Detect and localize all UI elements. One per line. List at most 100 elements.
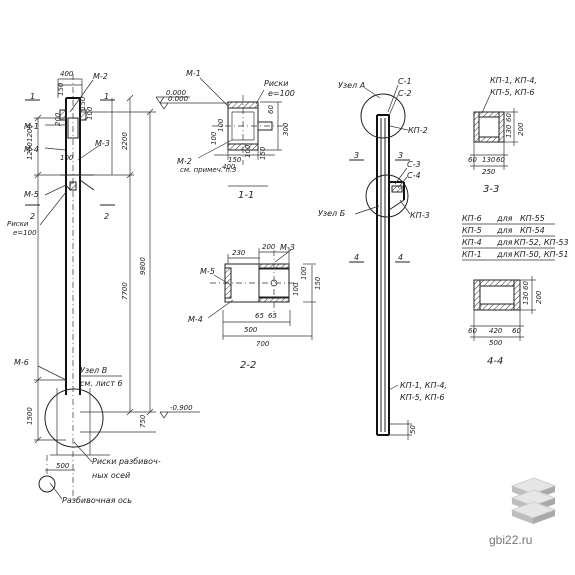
schedule-r3-c3: КП-52, КП-53	[514, 238, 569, 247]
axis-risk-line2: ных осей	[92, 471, 130, 480]
node-v-label: Узел В	[80, 366, 107, 375]
mark-m2: М-2	[93, 72, 108, 81]
risk-note-line2: е=100	[13, 229, 37, 237]
s11-dim-150b: 150	[259, 146, 267, 160]
s11-dim-100c: 100	[210, 131, 218, 145]
dim-right-750: 750	[139, 414, 147, 428]
s22-dim-65b: 65	[268, 312, 277, 320]
schedule-r4-c2: для	[496, 250, 513, 259]
node-b-label: Узел Б	[318, 209, 346, 218]
gbi-logo-icon	[510, 477, 557, 524]
s44-dim-200v: 200	[535, 290, 543, 304]
s11-dim-400: 400	[222, 163, 236, 171]
section-3-3-title: 3-3	[483, 184, 499, 195]
s33-dim-250: 250	[482, 168, 496, 176]
s44-dim-420: 420	[489, 327, 503, 335]
bottom-marks-l1: КП-1, КП-4,	[400, 381, 447, 390]
schedule-r2-c3: КП-54	[520, 226, 545, 235]
s11-mark-m1: М-1	[186, 69, 201, 78]
section-3-3-drawing	[470, 94, 518, 170]
dim-right-7700: 7700	[121, 282, 129, 300]
dim-bottom-50: 50	[409, 425, 417, 434]
node-a-label: Узел А	[338, 81, 365, 90]
section-1-1-title: 1-1	[238, 190, 254, 201]
dim-right-2200: 2200	[121, 132, 129, 150]
schedule-r3-c1: КП-4	[462, 238, 482, 247]
level-top: 0.000	[166, 89, 187, 97]
cut-4-left: 4	[354, 253, 359, 262]
s11-dim-60: 60	[267, 105, 275, 114]
s11-note: см. примеч. п.3	[180, 166, 237, 174]
schedule-r1-c2: для	[496, 214, 513, 223]
s22-mark-m3: М-3	[280, 243, 295, 252]
dim-top-200: 200	[54, 112, 62, 126]
dim-top-100: 100	[86, 106, 94, 120]
s22-dim-150: 150	[314, 276, 322, 290]
s44-dim-130v: 130	[522, 291, 530, 305]
column-elevation-left	[25, 74, 200, 500]
s11-dim-150: 150	[228, 156, 242, 164]
s33-dim-60a: 60	[468, 156, 477, 164]
dim-left-3: 1500	[26, 407, 34, 425]
level-bottom: -0.900	[170, 404, 193, 412]
axis-label: Разбивочная ось	[62, 496, 132, 505]
s33-dim-200v: 200	[517, 122, 525, 136]
axis-risk-line1: Риски разбивоч-	[92, 457, 161, 466]
s33-marks-l2: КП-5, КП-6	[490, 88, 534, 97]
s33-dim-130v: 130	[505, 124, 513, 138]
s33-dim-130: 130	[482, 156, 496, 164]
s22-dim-230: 230	[232, 249, 246, 257]
s33-dim-60b: 60	[496, 156, 505, 164]
s11-risk-l2: е=100	[268, 89, 295, 98]
schedule-table: КП-6 для КП-55 КП-5 для КП-54 КП-4 для К…	[462, 214, 569, 261]
dim-top-150: 150	[57, 82, 65, 96]
section-2-2-labels: М-3 М-5 М-4 230 200 500 700 65 65 100 10…	[188, 243, 322, 371]
cut-2-left: 2	[30, 212, 35, 221]
node-v-ref: см. лист 6	[80, 379, 123, 388]
mark-c1: С-1	[398, 77, 412, 86]
mark-c3: С-3	[407, 160, 421, 169]
mark-m3: М-3	[95, 139, 110, 148]
dim-right-9800: 9800	[139, 257, 147, 275]
section-4-4-title: 4-4	[487, 356, 503, 367]
cut-4-right: 4	[398, 253, 403, 262]
schedule-r1-c1: КП-6	[462, 214, 482, 223]
watermark-site: gbi22.ru	[489, 533, 533, 547]
section-2-2-title: 2-2	[240, 360, 256, 371]
dim-left-1: 1200	[26, 142, 34, 160]
dim-left-2: 1200	[26, 124, 34, 142]
schedule-r4-c1: КП-1	[462, 250, 482, 259]
section-1-1-labels: М-1 М-2 Риски е=100 см. примеч. п.3 400 …	[168, 69, 295, 201]
cut-3-left: 3	[354, 151, 359, 160]
section-2-2-drawing	[207, 248, 316, 340]
elevation-right-labels: Узел А Узел Б С-1 С-2 КП-2 С-3 С-4 КП-3 …	[318, 77, 447, 434]
schedule-r3-c2: для	[496, 238, 513, 247]
s44-dim-60v: 60	[522, 281, 530, 290]
mark-m1: М-1	[24, 122, 39, 131]
elevation-labels: М-2 М-1 М-4 М-3 М-5 М-6 Риски е=100 1200…	[7, 70, 193, 505]
s33-marks-l1: КП-1, КП-4,	[490, 76, 537, 85]
column-elevation-right	[349, 84, 412, 440]
schedule-r1-c3: КП-55	[520, 214, 545, 223]
s44-dim-500: 500	[489, 339, 503, 347]
s22-dim-100b: 100	[300, 266, 308, 280]
s11-mark-m2: М-2	[177, 157, 192, 166]
cut-2-right: 2	[104, 212, 109, 221]
dim-top-100b: 100	[60, 154, 74, 162]
dim-top-400: 400	[60, 70, 74, 78]
s22-mark-m5: М-5	[200, 267, 215, 276]
bottom-marks-l2: КП-5, КП-6	[400, 393, 444, 402]
s11-dim-300: 300	[282, 122, 290, 136]
mark-kp2: КП-2	[408, 126, 428, 135]
section-3-3-labels: КП-1, КП-4, КП-5, КП-6 250 130 60 60 130…	[468, 76, 537, 195]
mark-c2: С-2	[398, 89, 412, 98]
s11-level: 0.000	[168, 95, 189, 103]
s44-dim-60a: 60	[468, 327, 477, 335]
s22-dim-100a: 100	[292, 282, 300, 296]
dim-bottom-500: 500	[56, 462, 70, 470]
s22-mark-m4: М-4	[188, 315, 203, 324]
s11-risk-l1: Риски	[264, 79, 288, 88]
mark-c4: С-4	[407, 171, 421, 180]
section-1-1-drawing	[159, 77, 290, 187]
s33-dim-60v: 60	[505, 113, 513, 122]
